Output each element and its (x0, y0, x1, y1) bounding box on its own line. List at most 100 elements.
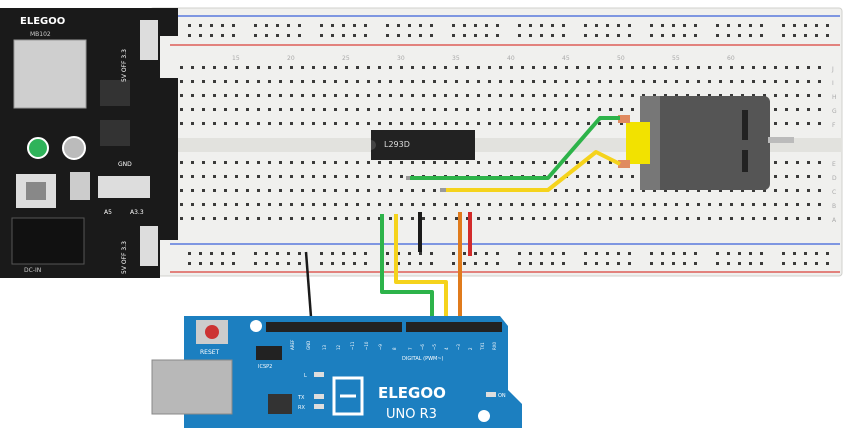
breadboard-hole[interactable] (628, 262, 631, 265)
breadboard-hole[interactable] (587, 203, 590, 206)
breadboard-hole[interactable] (554, 80, 557, 83)
breadboard-hole[interactable] (180, 94, 183, 97)
breadboard-hole[interactable] (675, 203, 678, 206)
breadboard-hole[interactable] (499, 203, 502, 206)
breadboard-hole[interactable] (378, 66, 381, 69)
breadboard-hole[interactable] (529, 252, 532, 255)
breadboard-hole[interactable] (290, 175, 293, 178)
breadboard-hole[interactable] (466, 108, 469, 111)
breadboard-hole[interactable] (540, 34, 543, 37)
breadboard-hole[interactable] (551, 34, 554, 37)
breadboard-hole[interactable] (323, 66, 326, 69)
breadboard-hole[interactable] (367, 189, 370, 192)
breadboard-hole[interactable] (246, 80, 249, 83)
breadboard-hole[interactable] (818, 80, 821, 83)
breadboard-hole[interactable] (301, 161, 304, 164)
breadboard-hole[interactable] (686, 94, 689, 97)
breadboard-hole[interactable] (199, 262, 202, 265)
breadboard-hole[interactable] (301, 203, 304, 206)
breadboard-hole[interactable] (268, 80, 271, 83)
breadboard-hole[interactable] (576, 189, 579, 192)
breadboard-hole[interactable] (683, 262, 686, 265)
breadboard-hole[interactable] (235, 175, 238, 178)
breadboard-hole[interactable] (246, 122, 249, 125)
breadboard-hole[interactable] (807, 66, 810, 69)
breadboard-hole[interactable] (488, 80, 491, 83)
breadboard-hole[interactable] (221, 262, 224, 265)
breadboard-hole[interactable] (455, 161, 458, 164)
breadboard-hole[interactable] (232, 34, 235, 37)
breadboard-hole[interactable] (301, 80, 304, 83)
breadboard-hole[interactable] (796, 108, 799, 111)
breadboard-hole[interactable] (378, 161, 381, 164)
breadboard-hole[interactable] (408, 252, 411, 255)
breadboard-hole[interactable] (521, 66, 524, 69)
breadboard-hole[interactable] (422, 122, 425, 125)
breadboard-hole[interactable] (389, 189, 392, 192)
breadboard-hole[interactable] (433, 217, 436, 220)
breadboard-hole[interactable] (565, 189, 568, 192)
breadboard-hole[interactable] (433, 203, 436, 206)
breadboard-hole[interactable] (642, 217, 645, 220)
breadboard-hole[interactable] (235, 80, 238, 83)
breadboard-hole[interactable] (202, 189, 205, 192)
breadboard-hole[interactable] (807, 94, 810, 97)
breadboard-hole[interactable] (298, 24, 301, 27)
breadboard-hole[interactable] (477, 122, 480, 125)
breadboard-hole[interactable] (650, 24, 653, 27)
breadboard-hole[interactable] (609, 122, 612, 125)
breadboard-hole[interactable] (400, 94, 403, 97)
breadboard-hole[interactable] (210, 262, 213, 265)
breadboard-hole[interactable] (565, 94, 568, 97)
breadboard-hole[interactable] (587, 108, 590, 111)
breadboard-hole[interactable] (672, 262, 675, 265)
breadboard-hole[interactable] (477, 66, 480, 69)
breadboard-hole[interactable] (389, 122, 392, 125)
breadboard-hole[interactable] (620, 217, 623, 220)
breadboard-hole[interactable] (521, 217, 524, 220)
breadboard-hole[interactable] (650, 252, 653, 255)
breadboard-hole[interactable] (708, 80, 711, 83)
breadboard-hole[interactable] (807, 122, 810, 125)
breadboard-hole[interactable] (323, 175, 326, 178)
breadboard-hole[interactable] (826, 34, 829, 37)
breadboard-hole[interactable] (631, 94, 634, 97)
breadboard-hole[interactable] (202, 161, 205, 164)
breadboard-hole[interactable] (631, 108, 634, 111)
breadboard-hole[interactable] (334, 66, 337, 69)
breadboard-hole[interactable] (246, 175, 249, 178)
breadboard-hole[interactable] (576, 203, 579, 206)
breadboard-hole[interactable] (694, 24, 697, 27)
breadboard-hole[interactable] (785, 217, 788, 220)
breadboard-hole[interactable] (642, 80, 645, 83)
l293d-chip[interactable]: L293D (371, 130, 475, 160)
breadboard-hole[interactable] (653, 217, 656, 220)
breadboard-hole[interactable] (180, 80, 183, 83)
breadboard-hole[interactable] (279, 108, 282, 111)
breadboard-hole[interactable] (202, 203, 205, 206)
breadboard-hole[interactable] (268, 122, 271, 125)
breadboard-hole[interactable] (224, 189, 227, 192)
breadboard-hole[interactable] (554, 189, 557, 192)
breadboard-hole[interactable] (411, 203, 414, 206)
breadboard-hole[interactable] (386, 252, 389, 255)
breadboard-hole[interactable] (400, 80, 403, 83)
breadboard-hole[interactable] (320, 252, 323, 255)
wire-green-arduino[interactable] (380, 214, 434, 330)
breadboard-hole[interactable] (422, 203, 425, 206)
breadboard-hole[interactable] (312, 203, 315, 206)
breadboard-hole[interactable] (213, 80, 216, 83)
breadboard-hole[interactable] (323, 122, 326, 125)
breadboard-hole[interactable] (488, 94, 491, 97)
breadboard-hole[interactable] (730, 217, 733, 220)
breadboard-hole[interactable] (213, 189, 216, 192)
breadboard-hole[interactable] (191, 80, 194, 83)
breadboard-hole[interactable] (356, 94, 359, 97)
breadboard-hole[interactable] (334, 94, 337, 97)
breadboard-hole[interactable] (763, 94, 766, 97)
breadboard-hole[interactable] (697, 189, 700, 192)
breadboard-hole[interactable] (554, 161, 557, 164)
breadboard-hole[interactable] (430, 34, 433, 37)
breadboard-hole[interactable] (708, 66, 711, 69)
breadboard-hole[interactable] (818, 108, 821, 111)
